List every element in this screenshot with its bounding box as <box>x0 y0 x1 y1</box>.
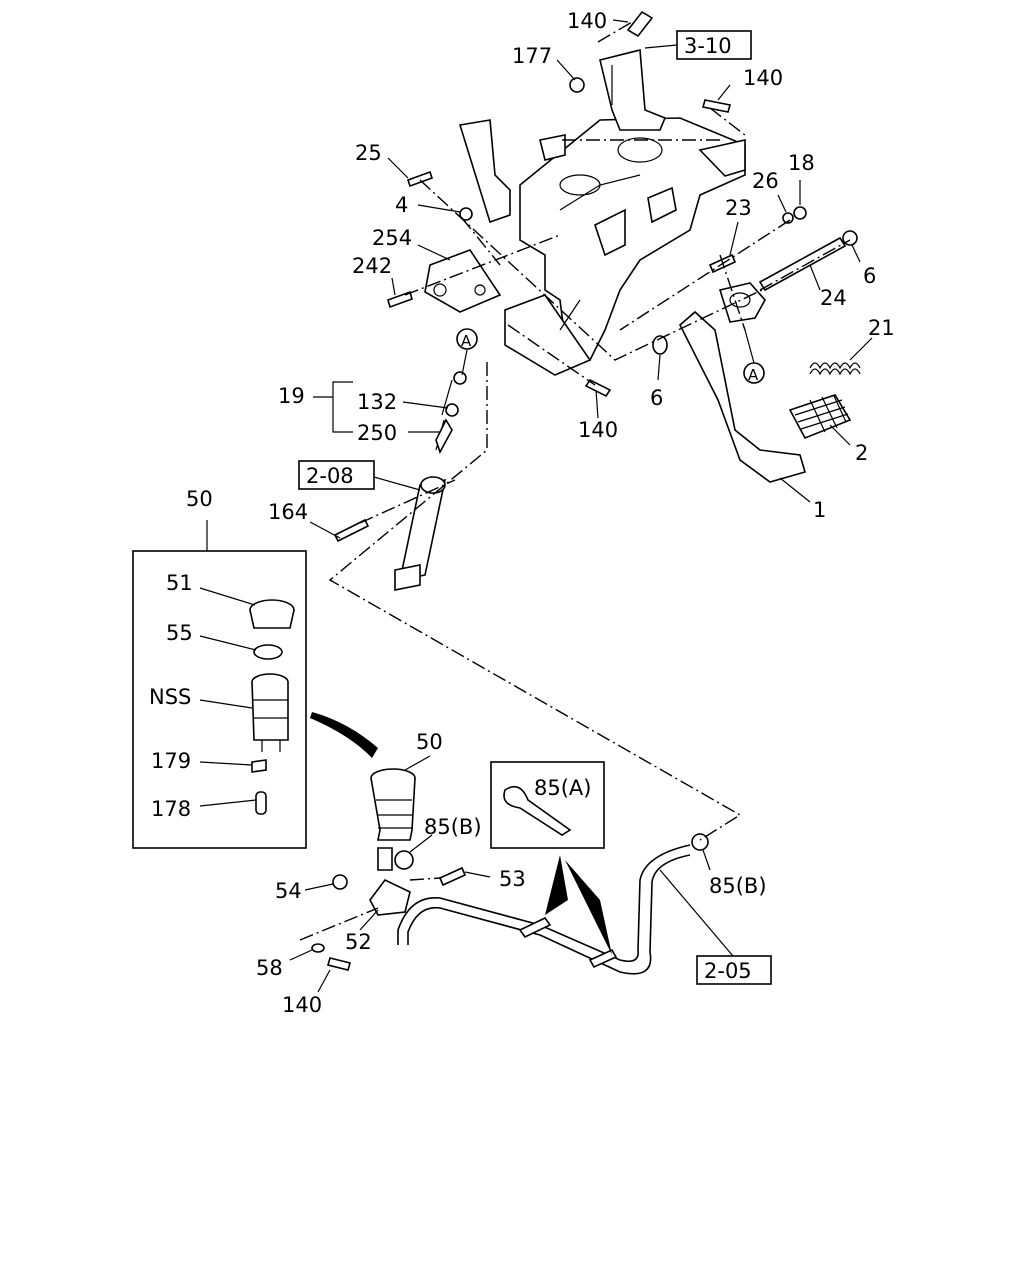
label-132: 132 <box>357 390 397 414</box>
mounting-plate <box>424 249 502 313</box>
label-21: 21 <box>868 316 895 340</box>
pointer-arrows <box>310 712 612 955</box>
label-50-box: 50 <box>186 487 213 511</box>
label-18: 18 <box>788 151 815 175</box>
label-140-bottom: 140 <box>282 993 322 1017</box>
label-250: 250 <box>357 421 397 445</box>
pedal-pad <box>788 394 852 440</box>
reference-boxes <box>298 30 772 985</box>
label-6-right: 6 <box>863 264 876 288</box>
label-85b-right: 85(B) <box>709 874 767 898</box>
reservoir-bracket <box>369 878 411 916</box>
label-58: 58 <box>256 956 283 980</box>
label-19: 19 <box>278 384 305 408</box>
label-2: 2 <box>855 441 868 465</box>
label-nss: NSS <box>149 685 191 709</box>
ref-2-08: 2-08 <box>306 464 354 488</box>
label-26: 26 <box>752 169 779 193</box>
leader-lines <box>199 19 873 993</box>
reservoir-hose <box>397 844 691 975</box>
reservoir-assembly <box>370 768 416 871</box>
label-140-upper-right: 140 <box>743 66 783 90</box>
label-4: 4 <box>395 193 408 217</box>
upper-bracket <box>599 48 667 131</box>
push-rod <box>435 371 467 454</box>
label-52: 52 <box>345 930 372 954</box>
label-140-top: 140 <box>567 9 607 33</box>
label-140-mid: 140 <box>578 418 618 442</box>
group-bracket-19 <box>313 381 353 433</box>
label-54: 54 <box>275 879 302 903</box>
ref-3-10: 3-10 <box>684 34 732 58</box>
ref-2-05: 2-05 <box>704 959 752 983</box>
connection-lines <box>299 21 851 941</box>
label-25: 25 <box>355 141 382 165</box>
label-177: 177 <box>512 44 552 68</box>
pedal-bracket <box>458 117 746 376</box>
label-85a: 85(A) <box>534 776 591 800</box>
circle-a-top: A <box>461 332 472 350</box>
label-85b-mid: 85(B) <box>424 815 482 839</box>
label-51: 51 <box>166 571 193 595</box>
label-55: 55 <box>166 621 193 645</box>
small-fasteners <box>311 10 807 971</box>
label-50-center: 50 <box>416 730 443 754</box>
label-164: 164 <box>268 500 308 524</box>
return-spring <box>809 362 861 376</box>
pivot-shaft <box>758 230 858 292</box>
circle-a-markers <box>456 328 765 384</box>
label-6-mid: 6 <box>650 386 663 410</box>
label-254: 254 <box>372 226 412 250</box>
inset-box-50 <box>132 520 307 849</box>
label-1: 1 <box>813 498 826 522</box>
part-labels: 140 177 3-10 140 25 18 26 4 23 254 6 242… <box>149 9 895 1017</box>
label-178: 178 <box>151 797 191 821</box>
label-179: 179 <box>151 749 191 773</box>
clutch-pedal-arm <box>679 282 806 483</box>
inset-box-85a <box>490 761 605 849</box>
circle-a-pedal: A <box>748 366 759 384</box>
label-23: 23 <box>725 196 752 220</box>
label-24: 24 <box>820 286 847 310</box>
label-53: 53 <box>499 867 526 891</box>
label-242: 242 <box>352 254 392 278</box>
